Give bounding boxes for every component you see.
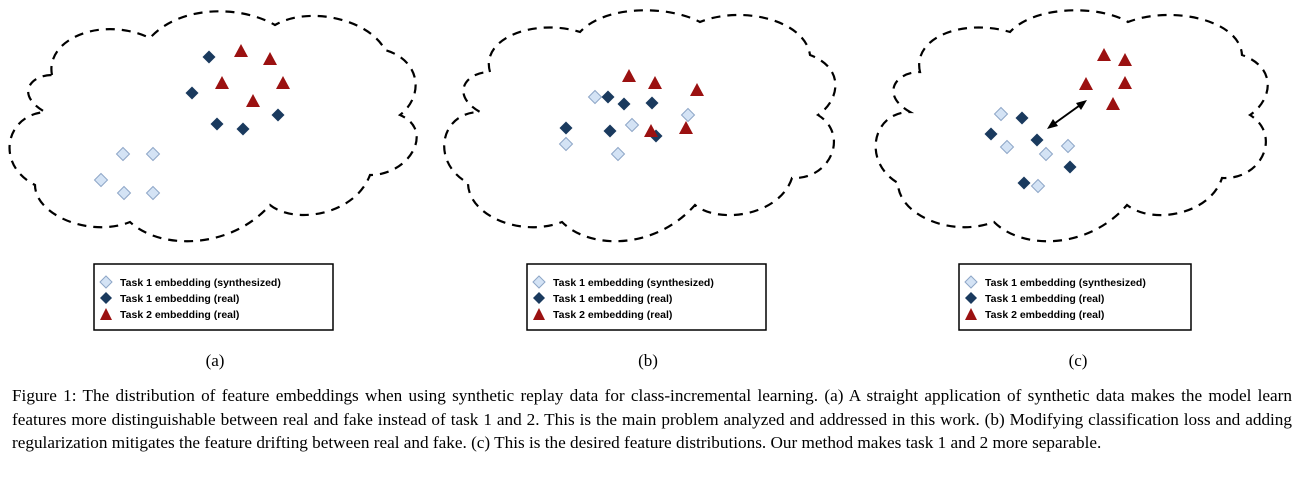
panel-c: Task 1 embedding (synthesized) Task 1 em… xyxy=(874,9,1269,370)
task1-real-embedding-marker xyxy=(559,121,573,135)
legend-diamond-light-icon xyxy=(99,275,113,289)
embedding-cloud xyxy=(443,9,837,243)
task1-real-embedding-marker xyxy=(1017,176,1031,190)
synthesized-embedding-marker xyxy=(145,146,161,162)
task1-real-embedding-marker xyxy=(202,50,216,64)
legend-label: Task 1 embedding (real) xyxy=(985,293,1104,305)
task2-real-embedding-marker xyxy=(1118,53,1132,66)
task2-real-embedding-marker xyxy=(648,76,662,89)
synthesized-embedding-marker xyxy=(610,146,626,162)
embedding-cloud xyxy=(8,10,418,243)
synthesized-embedding-marker xyxy=(1060,138,1076,154)
caption-prefix: Figure 1: xyxy=(12,386,77,405)
legend-diamond-light-icon xyxy=(964,275,978,289)
legend-triangle-icon xyxy=(533,308,545,320)
legend-diamond-dark-icon xyxy=(533,292,545,304)
task2-real-embedding-marker xyxy=(679,121,693,134)
task2-real-embedding-marker xyxy=(1097,48,1111,61)
task2-real-embedding-marker xyxy=(234,44,248,57)
legend-triangle-icon xyxy=(965,308,977,320)
synthesized-embedding-marker xyxy=(624,117,640,133)
task2-real-embedding-marker xyxy=(622,69,636,82)
legend-label: Task 1 embedding (real) xyxy=(553,293,672,305)
task1-real-embedding-marker xyxy=(645,96,659,110)
embedding-cloud xyxy=(874,9,1269,243)
task1-real-embedding-marker xyxy=(210,117,224,131)
task2-real-embedding-marker xyxy=(1106,97,1120,110)
legend-triangle-icon xyxy=(100,308,112,320)
task2-real-embedding-marker xyxy=(1118,76,1132,89)
legend: Task 1 embedding (synthesized) Task 1 em… xyxy=(958,263,1192,331)
legend: Task 1 embedding (synthesized) Task 1 em… xyxy=(93,263,334,331)
task1-real-embedding-marker xyxy=(1015,111,1029,125)
task2-real-embedding-marker xyxy=(263,52,277,65)
legend-box xyxy=(526,263,767,331)
figure-caption: Figure 1: The distribution of feature em… xyxy=(12,384,1292,455)
task2-real-embedding-marker xyxy=(690,83,704,96)
task1-real-embedding-marker xyxy=(617,97,631,111)
synthesized-embedding-marker xyxy=(1030,178,1046,194)
legend-label: Task 2 embedding (real) xyxy=(985,309,1104,321)
synthesized-embedding-marker xyxy=(587,89,603,105)
figure-1: Task 1 embedding (synthesized) Task 1 em… xyxy=(8,9,1269,370)
markers-layer xyxy=(984,48,1132,194)
task1-real-embedding-marker xyxy=(1030,133,1044,147)
synthesized-embedding-marker xyxy=(999,139,1015,155)
task1-real-embedding-marker xyxy=(185,86,199,100)
synthesized-embedding-marker xyxy=(145,185,161,201)
caption-text: The distribution of feature embeddings w… xyxy=(12,386,1292,452)
synthesized-embedding-marker xyxy=(558,136,574,152)
task1-real-embedding-marker xyxy=(603,124,617,138)
legend-label: Task 1 embedding (synthesized) xyxy=(120,277,281,289)
legend-label: Task 1 embedding (real) xyxy=(120,293,239,305)
task2-real-embedding-marker xyxy=(1079,77,1093,90)
panel-a: Task 1 embedding (synthesized) Task 1 em… xyxy=(8,10,418,370)
synthesized-embedding-marker xyxy=(1038,146,1054,162)
legend-label: Task 2 embedding (real) xyxy=(553,309,672,321)
synthesized-embedding-marker xyxy=(993,106,1009,122)
task2-real-embedding-marker xyxy=(644,124,658,137)
task1-real-embedding-marker xyxy=(984,127,998,141)
task1-real-embedding-marker xyxy=(236,122,250,136)
legend-diamond-dark-icon xyxy=(965,292,977,304)
task1-real-embedding-marker xyxy=(1063,160,1077,174)
markers-layer xyxy=(558,69,704,162)
synthesized-embedding-marker xyxy=(93,172,109,188)
legend-label: Task 1 embedding (synthesized) xyxy=(985,277,1146,289)
synthesized-embedding-marker xyxy=(115,146,131,162)
legend-diamond-light-icon xyxy=(532,275,546,289)
legend-box xyxy=(93,263,334,331)
legend-box xyxy=(958,263,1192,331)
task1-real-embedding-marker xyxy=(601,90,615,104)
legend-label: Task 1 embedding (synthesized) xyxy=(553,277,714,289)
task1-real-embedding-marker xyxy=(271,108,285,122)
separation-arrow xyxy=(1047,100,1087,129)
task2-real-embedding-marker xyxy=(276,76,290,89)
subfigure-label: (c) xyxy=(1069,351,1088,370)
subfigure-label: (b) xyxy=(638,351,658,370)
legend: Task 1 embedding (synthesized) Task 1 em… xyxy=(526,263,767,331)
subfigure-label: (a) xyxy=(206,351,225,370)
markers-layer xyxy=(93,44,290,201)
legend-label: Task 2 embedding (real) xyxy=(120,309,239,321)
legend-diamond-dark-icon xyxy=(100,292,112,304)
task2-real-embedding-marker xyxy=(215,76,229,89)
synthesized-embedding-marker xyxy=(116,185,132,201)
synthesized-embedding-marker xyxy=(680,107,696,123)
task2-real-embedding-marker xyxy=(246,94,260,107)
panel-b: Task 1 embedding (synthesized) Task 1 em… xyxy=(443,9,837,370)
